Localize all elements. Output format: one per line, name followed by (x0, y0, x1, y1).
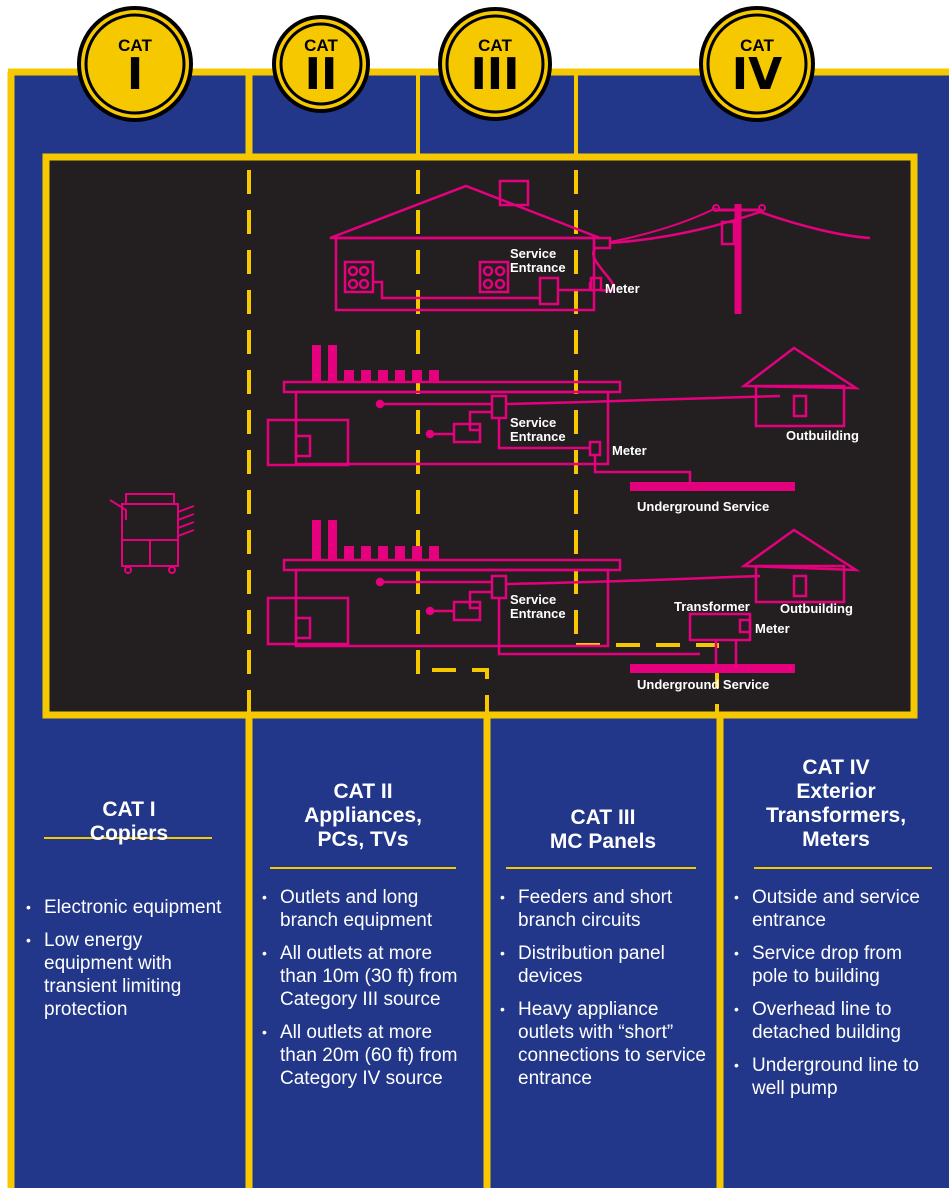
column-cat-ii-title-line1: CAT II (333, 780, 393, 803)
outbuilding-house-2 (740, 528, 861, 604)
badge-cat-i (77, 6, 193, 122)
badge-cat-iii-top: CAT (478, 36, 512, 55)
list-item: All outlets at more than 20m (60 ft) fro… (258, 1021, 468, 1090)
list-item: Service drop from pole to building (730, 942, 942, 988)
badge-cat-ii-numeral: II (304, 49, 338, 100)
badge-cat-i-top: CAT (118, 36, 152, 55)
house-1 (329, 179, 871, 312)
column-cat-iii: CAT III MC Panels Feeders and short bran… (496, 806, 710, 1100)
label-service-entrance-1-line2: Entrance (510, 260, 566, 275)
label-service-entrance-1-line1: Service (510, 246, 557, 261)
list-item: Overhead line to detached building (730, 998, 942, 1044)
label-service-entrance-3-line2: Entrance (510, 606, 566, 621)
column-cat-i-title-line1: CAT I (102, 798, 156, 821)
label-service-entrance-2-line2: Entrance (510, 429, 566, 444)
column-cat-iv-bullets: Outside and service entrance Service dro… (730, 886, 942, 1100)
badge-cat-iv-numeral: IV (731, 49, 783, 100)
list-item: Feeders and short branch circuits (496, 886, 710, 932)
column-cat-iv-title-line3: Transformers, (765, 804, 907, 827)
label-meter-1: Meter (605, 281, 640, 296)
column-cat-ii: CAT II Appliances, PCs, TVs Outlets and … (258, 780, 468, 1100)
column-cat-ii-bullets: Outlets and long branch equipment All ou… (258, 886, 468, 1090)
badge-cat-iv (699, 6, 815, 122)
badge-cat-ii-top: CAT (304, 36, 338, 55)
label-meter-3: Meter (755, 621, 790, 636)
column-cat-iv-title-line4: Meters (802, 828, 870, 851)
column-cat-i-bullets: Electronic equipment Low energy equipmen… (22, 896, 236, 1021)
label-service-entrance-3-line1: Service (510, 592, 557, 607)
list-item: Outlets and long branch equipment (258, 886, 468, 932)
label-service-entrance-2-line1: Service (510, 415, 557, 430)
list-item: All outlets at more than 10m (30 ft) fro… (258, 942, 468, 1011)
label-transformer: Transformer (674, 599, 750, 614)
column-cat-i-title-line2: Copiers (89, 822, 169, 845)
label-meter-2: Meter (612, 443, 647, 458)
badge-cat-iii-numeral: III (470, 49, 520, 100)
column-cat-ii-title: CAT II Appliances, PCs, TVs (258, 780, 468, 852)
list-item: Distribution panel devices (496, 942, 710, 988)
dash-line-2-tail (432, 668, 489, 712)
column-cat-iv-title-line1: CAT IV (802, 756, 870, 779)
badge-cat-i-numeral: I (126, 49, 144, 100)
column-cat-ii-title-line2: Appliances, (304, 804, 422, 827)
column-cat-iv: CAT IV Exterior Transformers, Meters Out… (730, 756, 942, 1110)
label-outbuilding-2: Outbuilding (780, 601, 853, 616)
column-cat-i: CAT I Copiers Electronic equipment Low e… (22, 798, 236, 1031)
label-outbuilding-1: Outbuilding (786, 428, 859, 443)
label-service-entrance-1: Service Entrance (510, 247, 566, 275)
column-cat-ii-title-line3: PCs, TVs (317, 828, 409, 851)
column-cat-iii-title-line2: MC Panels (549, 830, 657, 853)
underground-service-bar-1 (630, 482, 795, 491)
label-service-entrance-2: Service Entrance (510, 416, 566, 444)
copier-icon (109, 493, 195, 574)
column-cat-iv-title: CAT IV Exterior Transformers, Meters (730, 756, 942, 852)
column-cat-iii-title: CAT III MC Panels (496, 806, 710, 854)
column-cat-iii-title-line1: CAT III (570, 806, 636, 829)
badge-cat-iii (438, 7, 552, 121)
list-item: Underground line to well pump (730, 1054, 942, 1100)
label-underground-service-1: Underground Service (637, 499, 770, 514)
label-underground-service-2: Underground Service (637, 677, 770, 692)
list-item: Electronic equipment (22, 896, 236, 919)
list-item: Outside and service entrance (730, 886, 942, 932)
building-3 (266, 520, 761, 666)
building-2 (266, 345, 781, 486)
label-service-entrance-3: Service Entrance (510, 593, 566, 621)
underground-service-bar-2 (630, 664, 795, 673)
list-item: Heavy appliance outlets with “short” con… (496, 998, 710, 1090)
column-cat-iii-bullets: Feeders and short branch circuits Distri… (496, 886, 710, 1090)
column-cat-i-title: CAT I Copiers (22, 798, 236, 846)
outbuilding-house-1 (740, 346, 861, 428)
badge-cat-iv-top: CAT (740, 36, 774, 55)
badge-cat-ii (272, 15, 370, 113)
column-cat-iv-title-line2: Exterior (796, 780, 876, 803)
power-pole (609, 204, 766, 314)
list-item: Low energy equipment with transient limi… (22, 929, 236, 1021)
